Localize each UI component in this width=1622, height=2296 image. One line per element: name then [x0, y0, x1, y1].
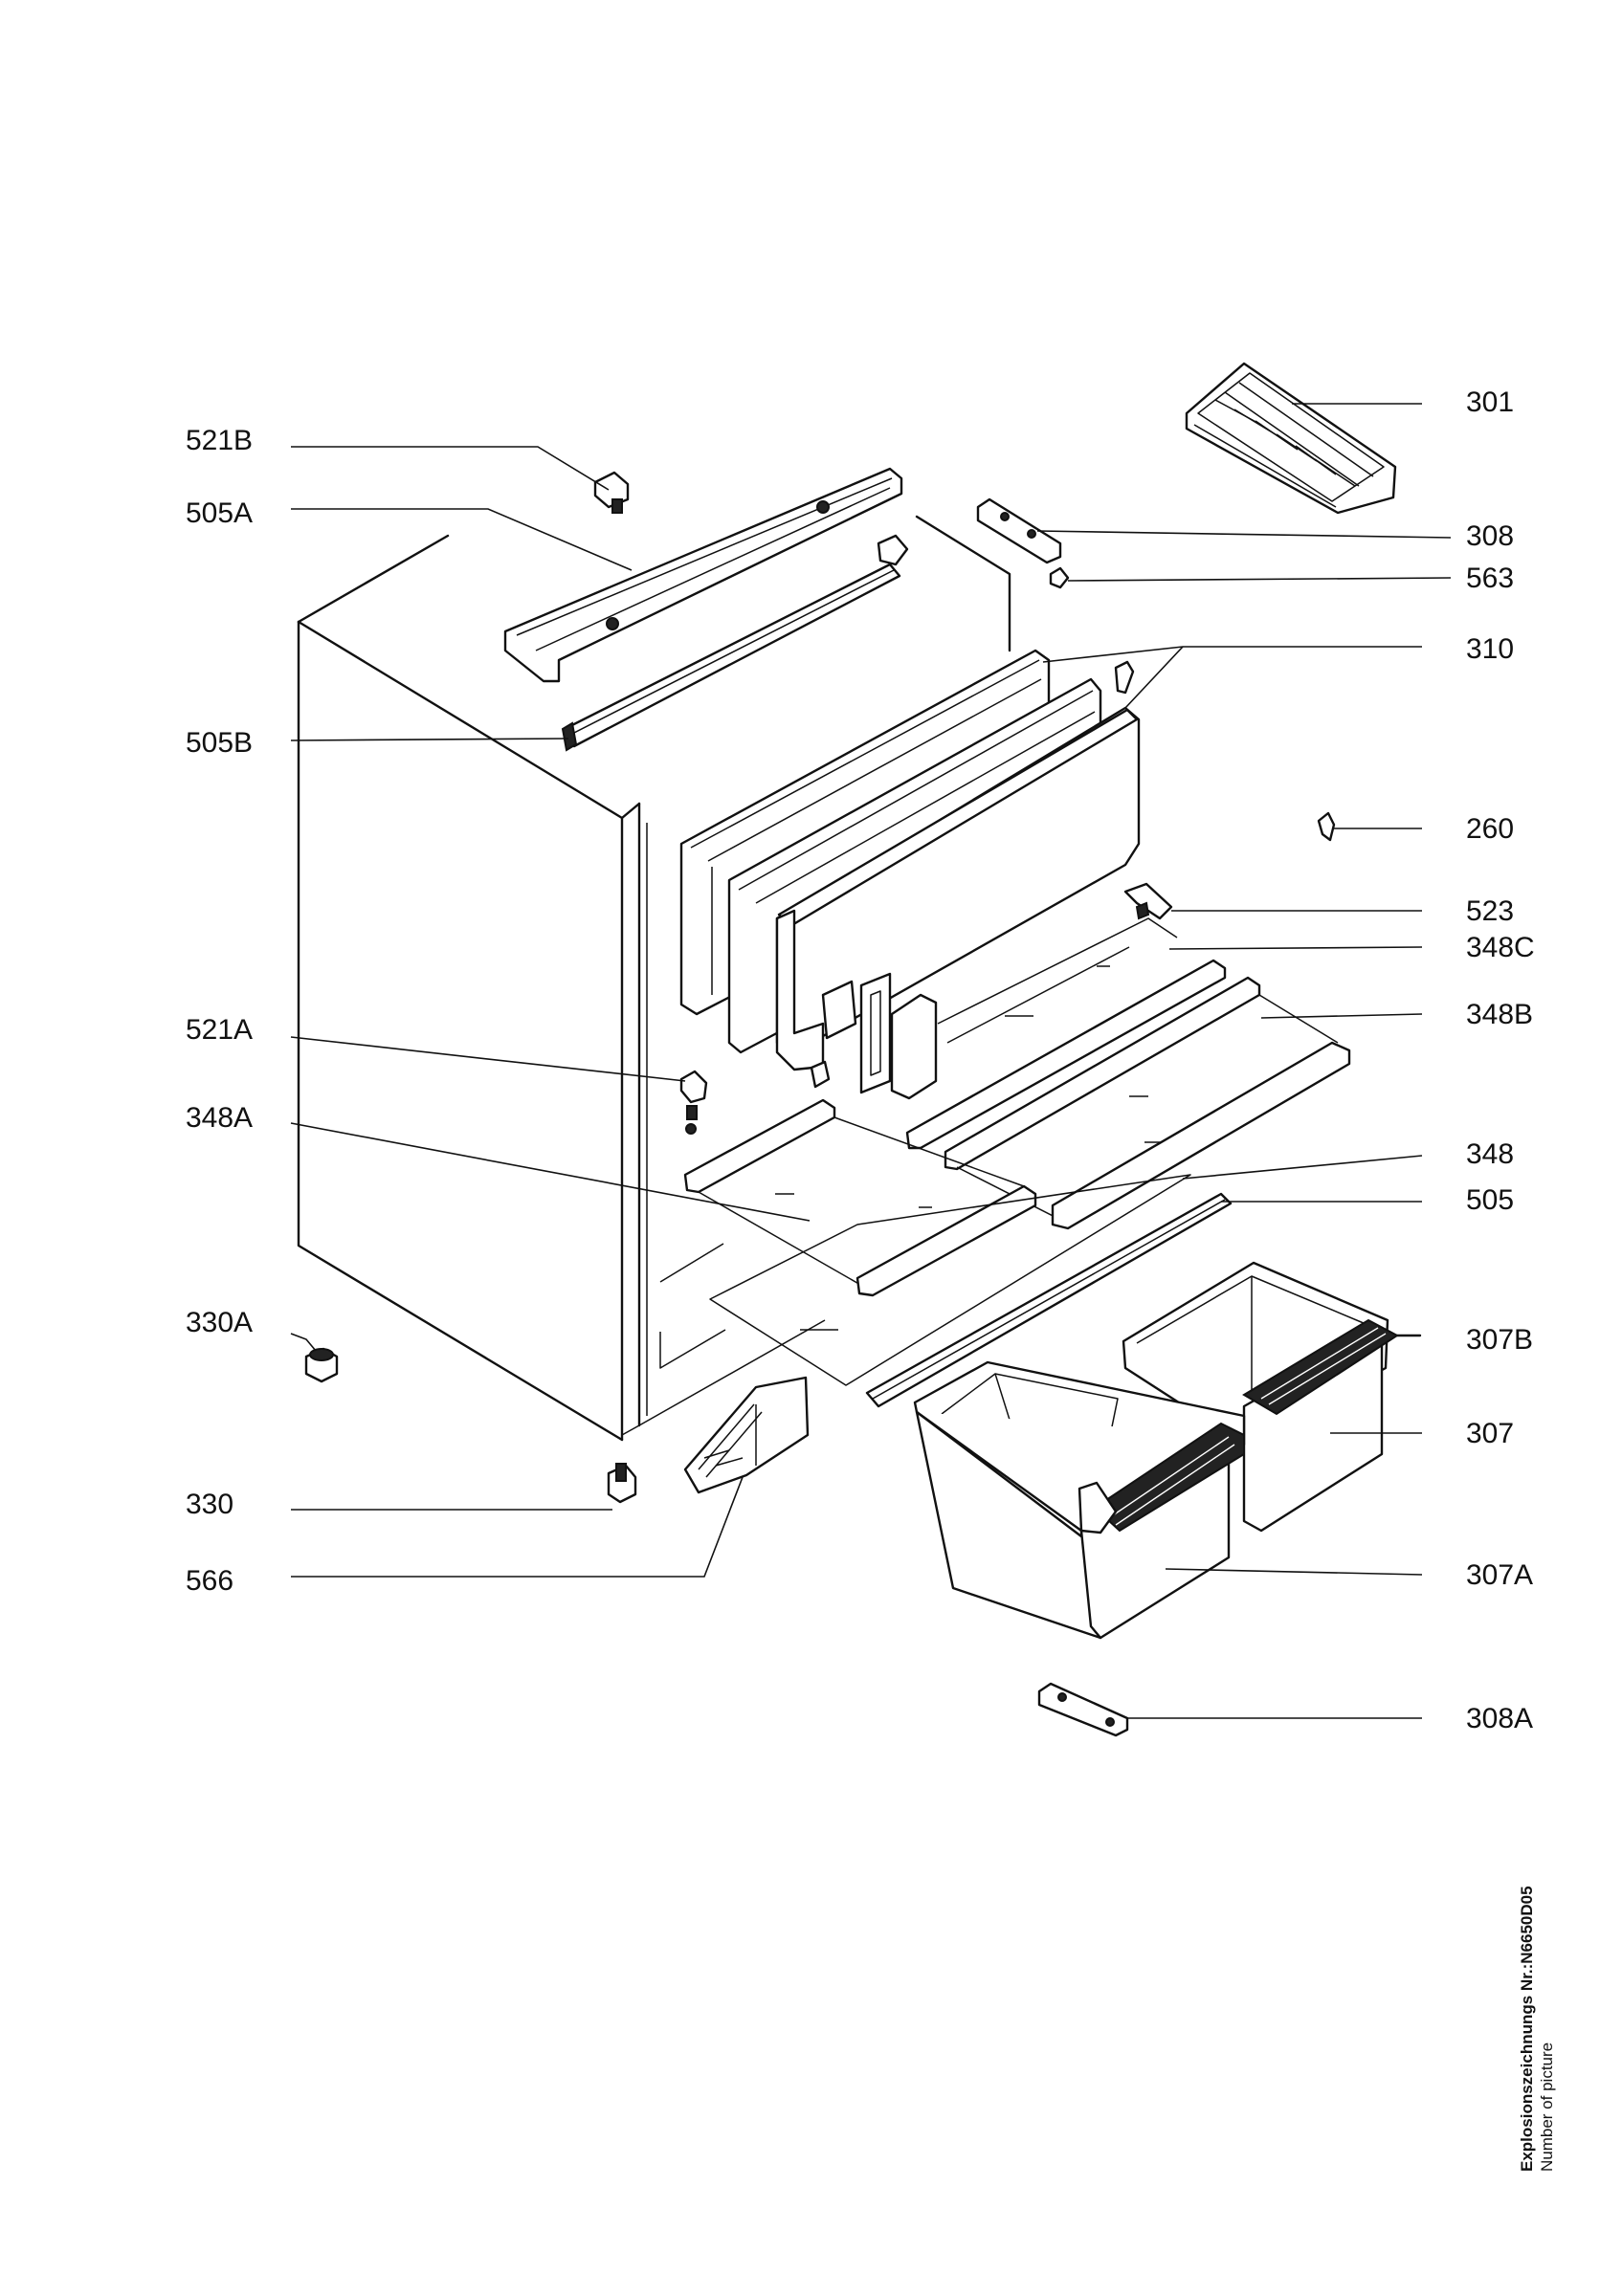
part-330A-foot — [304, 1347, 339, 1383]
label-348B: 348B — [1466, 999, 1533, 1030]
label-308: 308 — [1466, 520, 1514, 552]
caption-drawing-number: Explosionszeichnungs Nr.:N6650D05 — [1518, 1886, 1536, 2172]
part-260-clip — [1317, 811, 1336, 842]
part-301-ice-tray — [1185, 362, 1397, 515]
part-348C-shelf — [937, 917, 1178, 1044]
label-505B: 505B — [186, 727, 253, 759]
part-521B-knob — [593, 471, 630, 514]
leader-lines — [290, 403, 1452, 1719]
picture-number-caption: Explosionszeichnungs Nr.:N6650D05 Number… — [1517, 1886, 1558, 2172]
label-521A: 521A — [186, 1014, 253, 1046]
cabinet-body — [297, 515, 1011, 1442]
label-307: 307 — [1466, 1418, 1514, 1449]
label-566: 566 — [186, 1565, 233, 1597]
label-521B: 521B — [186, 425, 253, 456]
part-563-screw — [1049, 566, 1070, 589]
part-labels: 301 521B 505A 308 563 310 505B 260 523 3… — [186, 386, 1535, 1734]
label-348A: 348A — [186, 1102, 253, 1134]
part-523-socket — [1123, 882, 1173, 920]
part-566-grille — [683, 1376, 810, 1494]
part-505A-top-frame — [503, 467, 903, 683]
label-330A: 330A — [186, 1307, 253, 1338]
part-348A-shelf — [683, 1098, 1037, 1297]
label-563: 563 — [1466, 563, 1514, 594]
part-310-door-panels — [679, 649, 1141, 1054]
label-523: 523 — [1466, 895, 1514, 927]
part-505-bottom-rail — [865, 1192, 1233, 1408]
part-348-glass-plate — [709, 1174, 1191, 1386]
part-307A-left-drawer — [913, 1360, 1246, 1640]
part-330-foot — [607, 1463, 637, 1504]
part-521A-knob — [679, 1060, 831, 1135]
part-308A-hinge — [1037, 1682, 1129, 1737]
label-330: 330 — [186, 1489, 233, 1520]
label-348: 348 — [1466, 1138, 1514, 1170]
label-301: 301 — [1466, 386, 1514, 418]
label-505A: 505A — [186, 497, 253, 529]
label-307B: 307B — [1466, 1324, 1533, 1356]
part-308-hinge — [976, 497, 1062, 564]
label-260: 260 — [1466, 813, 1514, 845]
label-505: 505 — [1466, 1184, 1514, 1216]
label-308A: 308A — [1466, 1703, 1533, 1734]
part-307B-right-drawer — [1122, 1261, 1422, 1533]
part-505B-rail — [561, 534, 909, 752]
door-screw — [1114, 660, 1135, 695]
caption-subtitle: Number of picture — [1538, 2042, 1557, 2172]
door-handle-block — [775, 909, 938, 1100]
part-348B-shelf — [905, 959, 1351, 1230]
label-348C: 348C — [1466, 932, 1535, 963]
label-307A: 307A — [1466, 1559, 1533, 1591]
label-310: 310 — [1466, 633, 1514, 665]
